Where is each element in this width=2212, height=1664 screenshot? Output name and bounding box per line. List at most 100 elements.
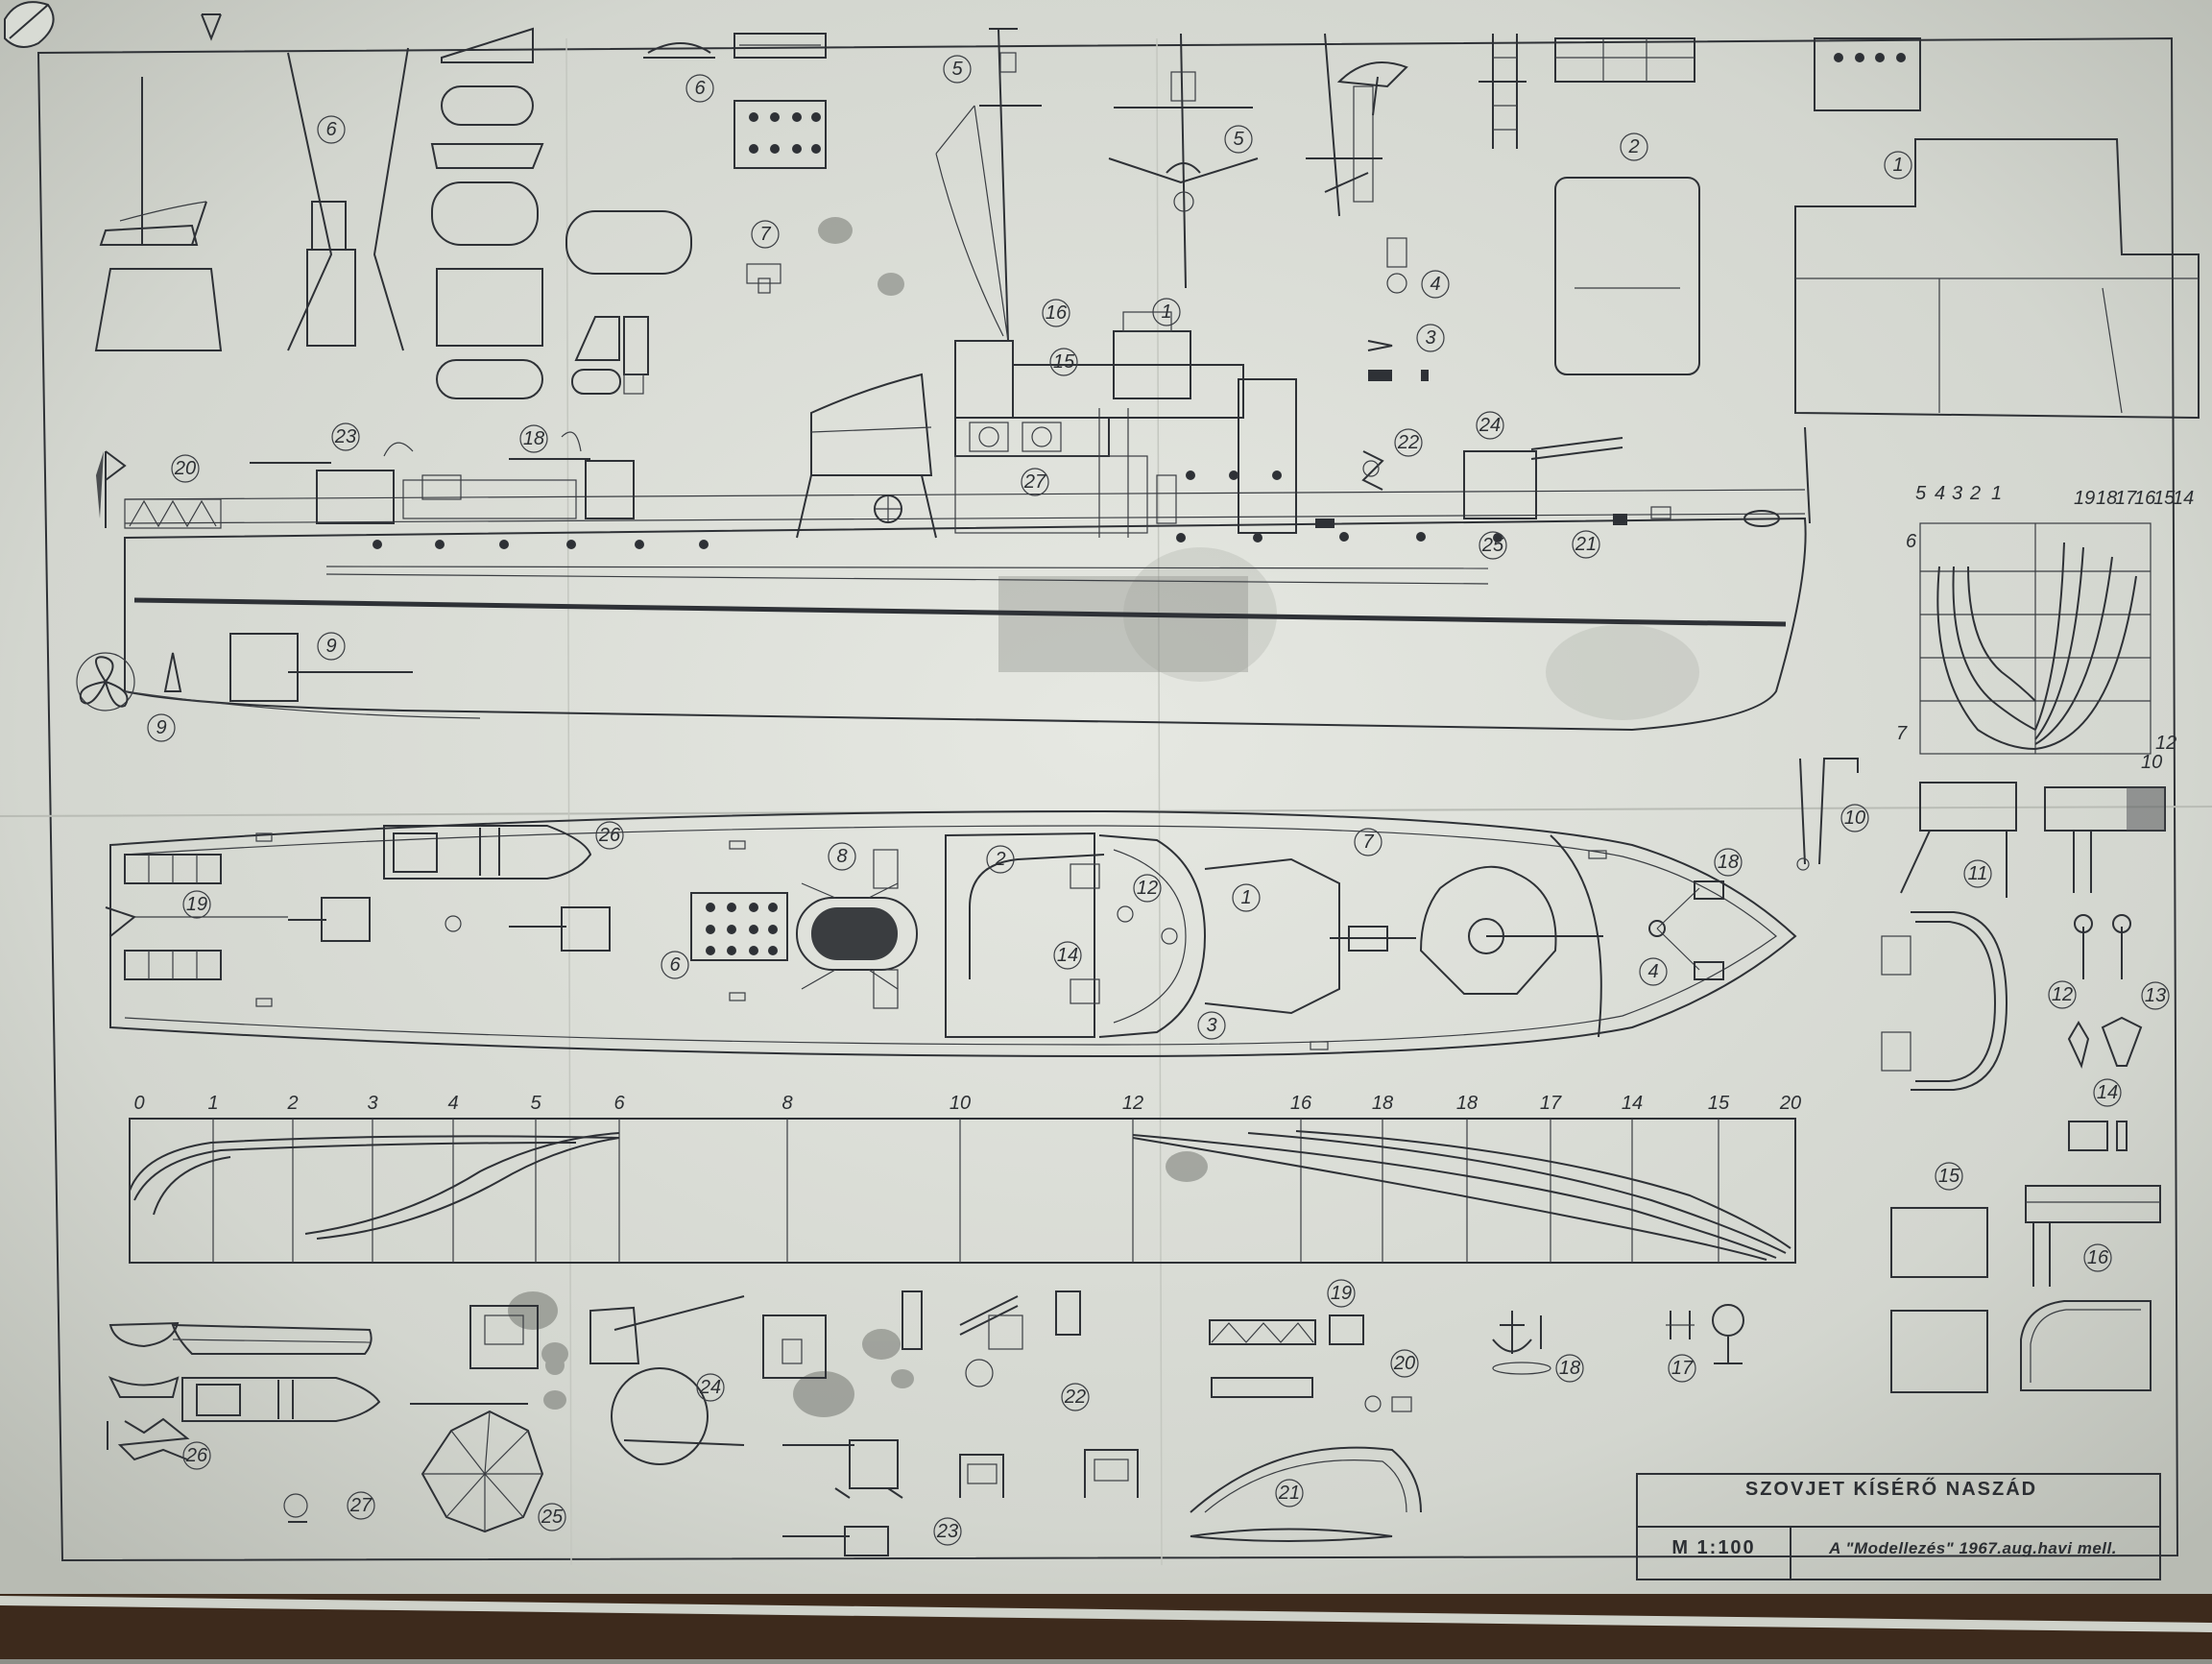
frame-station-label: 15 (1708, 1093, 1730, 1114)
svg-text:20: 20 (1393, 1353, 1415, 1374)
svg-text:18: 18 (1559, 1358, 1580, 1379)
svg-text:3: 3 (1206, 1015, 1216, 1036)
hatch-2 (1554, 177, 1700, 375)
scale-text: M 1:100 (1671, 1537, 1755, 1558)
svg-text:15: 15 (1938, 1166, 1960, 1187)
title-text: SZOVJET KÍSÉRŐ NASZÁD (1745, 1478, 2037, 1500)
svg-text:8: 8 (836, 846, 847, 867)
side-elevation (96, 28, 1811, 732)
svg-text:12: 12 (2052, 984, 2073, 1005)
svg-text:18: 18 (2096, 488, 2117, 509)
body-plan: 5 4 3 2 1 19 18 17 16 15 14 6 7 12 10 (1896, 483, 2194, 773)
svg-text:19: 19 (2074, 488, 2095, 509)
hanging-clip (4, 1, 55, 48)
frame-station-label: 2 (286, 1093, 298, 1114)
waterline-plan (129, 1118, 1796, 1264)
svg-text:18: 18 (1718, 852, 1739, 873)
deck-boat (383, 825, 592, 880)
svg-text:10: 10 (2141, 752, 2162, 773)
svg-text:4: 4 (1430, 274, 1440, 295)
svg-text:16: 16 (1046, 302, 1068, 324)
svg-text:14: 14 (2097, 1082, 2118, 1103)
svg-text:6: 6 (1906, 531, 1917, 552)
gun-shield-plan (611, 1367, 709, 1465)
svg-text:1: 1 (1892, 155, 1903, 176)
frame-station-label: 1 (207, 1093, 218, 1114)
svg-text:1: 1 (1991, 483, 2002, 504)
boat (402, 479, 577, 519)
mast-base-6 (306, 249, 356, 347)
frame-station-label: 18 (1372, 1093, 1393, 1114)
svg-text:2: 2 (1969, 483, 1981, 504)
svg-text:7: 7 (759, 224, 771, 245)
portholes (373, 470, 1503, 549)
tape-stain (998, 576, 1248, 672)
svg-text:25: 25 (541, 1507, 564, 1528)
deck-plan-view: 19 26 6 8 2 12 1 14 3 (105, 809, 1797, 1058)
svg-text:18: 18 (523, 428, 544, 449)
svg-text:1: 1 (1240, 887, 1251, 908)
frame-station-label: 12 (1122, 1093, 1143, 1114)
svg-text:24: 24 (1479, 415, 1501, 436)
title-block: SZOVJET KÍSÉRŐ NASZÁD M 1:100 A "Modelle… (1636, 1473, 2161, 1580)
frame-station-label: 5 (530, 1093, 541, 1114)
svg-text:15: 15 (2153, 488, 2176, 509)
gun-mount-24 (1463, 450, 1537, 519)
svg-text:2: 2 (994, 849, 1005, 870)
svg-text:12: 12 (2155, 733, 2176, 754)
svg-text:4: 4 (1935, 483, 1945, 504)
waterline (133, 597, 1787, 627)
gun-mount-23 (316, 470, 395, 524)
svg-text:25: 25 (1481, 535, 1504, 556)
svg-text:20: 20 (174, 458, 196, 479)
svg-text:22: 22 (1397, 432, 1419, 453)
propeller-detail: 9 9 (76, 632, 413, 742)
svg-text:21: 21 (1278, 1483, 1300, 1504)
svg-text:4: 4 (1647, 961, 1658, 982)
frame-station-label: 0 (133, 1093, 144, 1114)
funnel-top (796, 897, 918, 971)
details-top-left: 6 6 7 5 5 (94, 27, 2200, 420)
gun-mount-18 (585, 460, 635, 519)
svg-text:16: 16 (2087, 1247, 2109, 1268)
svg-text:9: 9 (156, 717, 166, 738)
frame-station-label: 6 (613, 1093, 625, 1114)
svg-text:7: 7 (1896, 723, 1908, 744)
svg-text:19: 19 (1331, 1283, 1352, 1304)
bridge-deck (1012, 364, 1244, 419)
svg-text:3: 3 (1952, 483, 1962, 504)
frame-station-label: 8 (781, 1093, 792, 1114)
rudder-detail (229, 633, 299, 702)
svg-text:6: 6 (694, 78, 706, 99)
forward-turret (1419, 865, 1557, 995)
svg-text:27: 27 (1023, 471, 1046, 493)
svg-text:6: 6 (669, 954, 681, 976)
svg-text:22: 22 (1064, 1387, 1086, 1408)
svg-text:9: 9 (325, 636, 336, 657)
frame-station-label: 4 (447, 1093, 458, 1114)
svg-text:5: 5 (951, 59, 963, 80)
svg-text:1: 1 (1161, 301, 1171, 323)
svg-text:24: 24 (699, 1377, 721, 1398)
svg-text:17: 17 (1671, 1358, 1694, 1379)
svg-text:23: 23 (334, 426, 356, 447)
svg-text:12: 12 (1137, 878, 1158, 899)
details-right: 10 11 12 13 14 15 16 (1796, 758, 2170, 1393)
svg-text:7: 7 (1362, 832, 1374, 853)
frame-station-label: 10 (950, 1093, 971, 1114)
svg-text:6: 6 (325, 119, 337, 140)
mast (935, 28, 1042, 342)
svg-text:15: 15 (1053, 351, 1075, 373)
svg-text:5: 5 (1915, 483, 1927, 504)
svg-text:5: 5 (1233, 129, 1244, 150)
funnel (810, 373, 933, 476)
svg-text:11: 11 (1968, 863, 1988, 884)
details-bottom: 26 27 24 25 22 (107, 1279, 1744, 1556)
frame-station-label: 18 (1456, 1093, 1478, 1114)
raft-rack (733, 100, 827, 169)
superstructure-1 (1794, 138, 2200, 420)
frame-station-label: 20 (1779, 1093, 1801, 1114)
